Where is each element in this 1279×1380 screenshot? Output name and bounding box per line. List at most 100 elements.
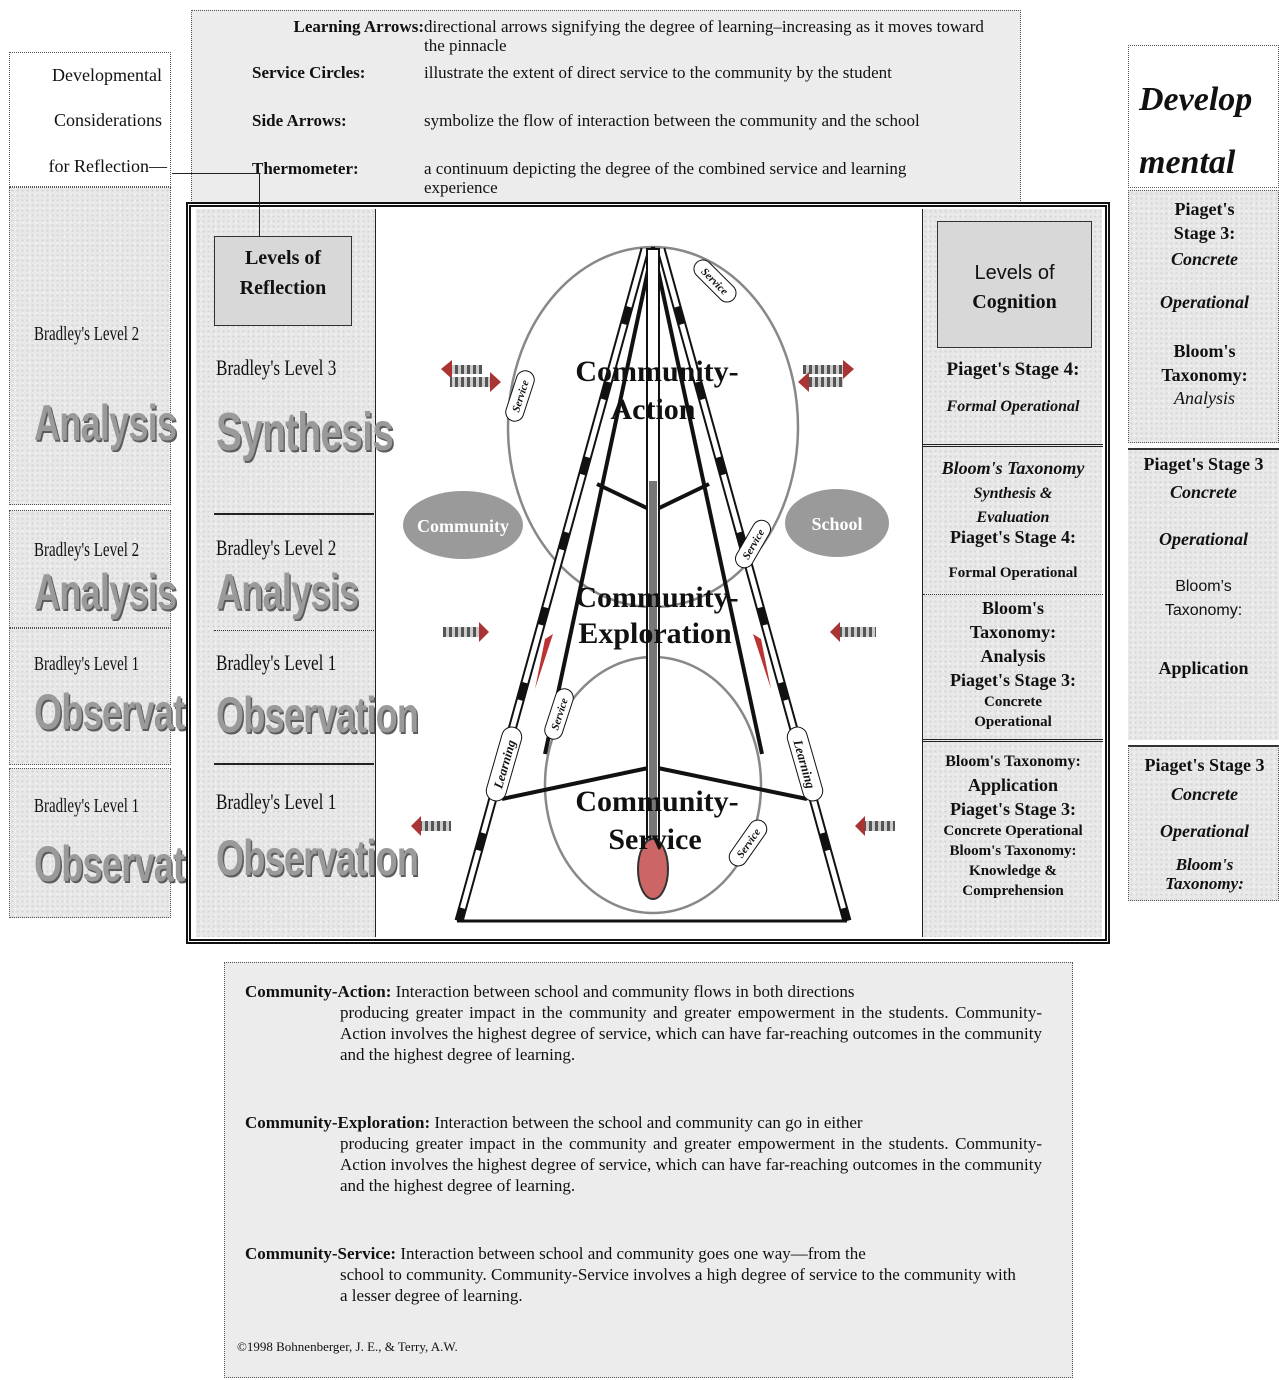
- legend-text-thermometer: a continuum depicting the degree of the …: [424, 159, 907, 197]
- right-panel-header: Develop mental: [1128, 45, 1279, 188]
- cognition-c3-a: Bloom's: [981, 598, 1044, 618]
- right-header-line2: mental: [1139, 144, 1236, 181]
- reflection-3-word: Observation: [216, 687, 419, 743]
- side-arrow-mid-right: [830, 622, 876, 642]
- left-cell-2-word: Analysis: [34, 564, 177, 620]
- reflection-4-word: Observation: [216, 830, 419, 886]
- left-header-line3: for Reflection—: [48, 156, 167, 176]
- descriptions-box: Community-Action: Interaction between sc…: [224, 962, 1073, 1378]
- left-panel-cell-3: Bradley's Level 1 Observation: [9, 628, 237, 765]
- cognition-c4-b: Application: [967, 775, 1059, 795]
- left-cell-2-level: Bradley's Level 2: [34, 539, 140, 561]
- legend-text-side-arrows: symbolize the flow of interaction betwee…: [424, 111, 920, 130]
- right-c1-l1: Piaget's: [1174, 199, 1235, 219]
- right-header-line1: Develop: [1139, 81, 1253, 118]
- reflection-1-level: Bradley's Level 3: [216, 355, 337, 380]
- right-c1-l5: Bloom's: [1173, 341, 1236, 361]
- left-cell-1-level: Bradley's Level 2: [34, 323, 140, 345]
- right-panel-cell-3: Piaget's Stage 3 Concrete Operational Bl…: [1128, 745, 1279, 901]
- cognition-c1-b: Formal Operational: [946, 398, 1080, 415]
- cognition-c3-f: Operational: [974, 714, 1052, 730]
- left-panel-cell-2: Bradley's Level 2 Analysis: [9, 510, 177, 628]
- legend-term-thermometer: Thermometer:: [252, 159, 359, 178]
- reflection-4-level: Bradley's Level 1: [216, 789, 337, 814]
- right-c1-l3: Concrete: [1171, 249, 1238, 269]
- school-label: School: [811, 514, 862, 534]
- left-cell-1-word: Analysis: [34, 395, 177, 451]
- right-c2-l1: Piaget's Stage 3: [1143, 454, 1264, 474]
- community-service-label-2: Service: [608, 823, 701, 856]
- copyright: ©1998 Bohnenberger, J. E., & Terry, A.W.: [237, 1339, 458, 1354]
- desc-term-exploration: Community-Exploration:: [245, 1113, 431, 1132]
- community-exploration-label-2: Exploration: [578, 617, 732, 650]
- left-cell-3-level: Bradley's Level 1: [34, 653, 140, 675]
- desc-rest-action: producing greater impact in the communit…: [340, 1003, 1042, 1064]
- side-arrow-top-left: [441, 360, 501, 392]
- cognition-c2-a: Bloom's Taxonomy: [941, 458, 1085, 478]
- cognition-c3-e: Concrete: [983, 694, 1043, 710]
- legend-term-service-circles: Service Circles:: [252, 63, 366, 82]
- reflection-column: Levels of Reflection Bradley's Level 3 S…: [196, 209, 419, 937]
- community-action-label-1: Community-: [575, 355, 738, 388]
- cognition-c4-g: Comprehension: [962, 883, 1064, 899]
- cognition-c2-b: Synthesis &: [973, 485, 1053, 502]
- cognition-c1-a: Piaget's Stage 4:: [946, 359, 1080, 380]
- left-cell-4-level: Bradley's Level 1: [34, 795, 140, 817]
- reflection-1-word: Synthesis: [216, 402, 394, 462]
- right-c3-l4: Bloom's: [1175, 855, 1234, 874]
- legend-term-learning-arrows: Learning Arrows:: [293, 17, 425, 36]
- cognition-c4-d: Concrete Operational: [943, 823, 1083, 839]
- cognition-c2-e: Formal Operational: [948, 565, 1078, 581]
- reflection-2-level: Bradley's Level 2: [216, 535, 337, 560]
- right-c1-l2: Stage 3:: [1173, 223, 1236, 243]
- right-panel-cell-1: Piaget's Stage 3: Concrete Operational B…: [1128, 190, 1279, 443]
- community-service-label-1: Community-: [575, 785, 738, 818]
- community-exploration-label-1: Community-: [575, 581, 738, 614]
- description-community-action: Community-Action: Interaction between sc…: [245, 981, 1042, 1065]
- side-arrow-bottom-left: [411, 816, 451, 836]
- cognition-c3-c: Analysis: [980, 646, 1046, 666]
- right-c3-l1: Piaget's Stage 3: [1144, 755, 1265, 775]
- reflection-3-level: Bradley's Level 1: [216, 650, 337, 675]
- reflection-2-word: Analysis: [216, 564, 359, 620]
- description-community-service: Community-Service: Interaction between s…: [245, 1243, 1042, 1306]
- right-c2-l5: Taxonomy:: [1164, 602, 1243, 619]
- left-header-line1: Developmental: [52, 65, 162, 85]
- right-c1-l6: Taxonomy:: [1161, 365, 1248, 385]
- cognition-c4-f: Knowledge &: [969, 863, 1057, 879]
- cognition-title-line1: Levels of: [974, 262, 1055, 284]
- desc-term-service: Community-Service:: [245, 1244, 397, 1263]
- desc-first-exploration: Interaction between the school and commu…: [434, 1113, 863, 1132]
- right-c2-l4: Bloom’s: [1175, 578, 1232, 595]
- school-oval: [785, 489, 889, 557]
- right-c1-l4: Operational: [1159, 292, 1249, 312]
- side-arrow-top-right: [798, 360, 854, 392]
- cognition-c4-a: Bloom's Taxonomy:: [945, 753, 1081, 770]
- right-c3-l5: Taxonomy:: [1165, 874, 1244, 893]
- right-c2-l2: Concrete: [1170, 482, 1237, 502]
- legend-text-service-circles: illustrate the extent of direct service …: [424, 63, 892, 82]
- left-panel-cell-4: Bradley's Level 1 Observation: [9, 768, 237, 918]
- connector-line: [172, 173, 260, 174]
- right-c3-l2: Concrete: [1171, 784, 1238, 804]
- description-community-exploration: Community-Exploration: Interaction betwe…: [245, 1112, 1042, 1196]
- desc-first-service: Interaction between school and community…: [400, 1244, 866, 1263]
- cognition-c2-d: Piaget's Stage 4:: [950, 527, 1076, 547]
- legend-term-side-arrows: Side Arrows:: [252, 111, 347, 130]
- legend-box: Learning Arrows: directional arrows sign…: [191, 10, 1021, 205]
- right-c1-l7: Analysis: [1174, 388, 1235, 408]
- legend-text-learning-arrows: directional arrows signifying the degree…: [424, 17, 984, 55]
- pyramid-diagram: Community School Community- Action Commu…: [403, 245, 895, 923]
- desc-rest-service: school to community. Community-Service i…: [340, 1265, 1016, 1305]
- left-header-line2: Considerations: [54, 110, 162, 130]
- right-panel-cell-2: Piaget's Stage 3 Concrete Operational Bl…: [1128, 448, 1279, 740]
- side-arrow-bottom-right: [855, 816, 895, 836]
- cognition-title-line2: Cognition: [972, 291, 1057, 313]
- cognition-c4-e: Bloom's Taxonomy:: [949, 843, 1077, 859]
- right-c3-l3: Operational: [1159, 821, 1249, 841]
- community-label: Community: [417, 516, 509, 536]
- community-oval: [403, 491, 523, 559]
- cognition-c3-d: Piaget's Stage 3:: [950, 670, 1076, 690]
- levels-of-reflection-title: Levels of Reflection: [214, 236, 352, 326]
- levels-of-cognition-title: Levels of Cognition: [937, 221, 1092, 348]
